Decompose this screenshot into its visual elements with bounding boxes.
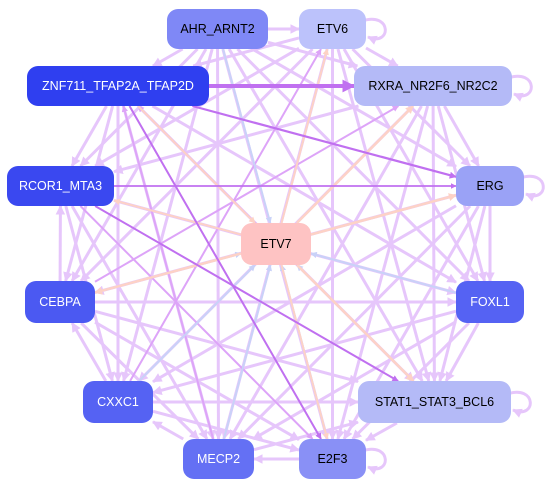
self-loop-stat1 bbox=[506, 390, 532, 418]
edge-ahr-to-znf bbox=[152, 47, 184, 68]
edge-mecp2-to-cxxc1 bbox=[152, 420, 184, 441]
edge-rxra-to-rcor bbox=[113, 104, 359, 175]
node-stat1-stat3-bcl6[interactable]: STAT1_STAT3_BCL6 bbox=[358, 381, 511, 423]
node-label: ETV7 bbox=[260, 237, 292, 251]
edge-etv7-to-rxra bbox=[295, 105, 415, 224]
node-label: AHR_ARNT2 bbox=[180, 22, 255, 36]
node-label: ETV6 bbox=[316, 22, 349, 36]
edge-ahr-to-mecp2 bbox=[213, 48, 224, 440]
edge-znf-to-rcor bbox=[70, 105, 108, 167]
edge-cebpa-to-rxra bbox=[94, 105, 400, 283]
edge-etv7-to-cebpa bbox=[94, 252, 242, 295]
node-cxxc1[interactable]: CXXC1 bbox=[83, 381, 153, 423]
edge-rcor-to-stat1 bbox=[94, 205, 399, 382]
node-erg[interactable]: ERG bbox=[456, 166, 524, 206]
edge-mecp2-to-stat1 bbox=[253, 419, 359, 452]
edge-foxl1-to-mecp2 bbox=[252, 320, 457, 441]
node-mecp2[interactable]: MECP2 bbox=[183, 439, 254, 479]
edge-stat1-to-e2f3 bbox=[365, 421, 398, 442]
node-label: CXXC1 bbox=[97, 395, 139, 409]
edge-etv7-to-rcor bbox=[113, 198, 242, 236]
node-etv7[interactable]: ETV7 bbox=[241, 223, 311, 265]
edge-mecp2-to-etv7 bbox=[222, 264, 272, 440]
node-etv6[interactable]: ETV6 bbox=[299, 9, 366, 49]
self-loop-e2f3 bbox=[361, 447, 387, 475]
edge-znf-to-erg bbox=[192, 104, 457, 179]
edge-znf-to-etv7 bbox=[137, 105, 256, 224]
node-label: ZNF711_TFAP2A_TFAP2D bbox=[42, 79, 194, 93]
node-znf711-tfap2a-tfap2d[interactable]: ZNF711_TFAP2A_TFAP2D bbox=[27, 66, 209, 106]
edge-znf-to-foxl1 bbox=[151, 104, 457, 284]
node-rcor1-mta3[interactable]: RCOR1_MTA3 bbox=[7, 166, 114, 206]
node-label: FOXL1 bbox=[470, 295, 510, 309]
edges-layer bbox=[55, 17, 545, 475]
node-e2f3[interactable]: E2F3 bbox=[299, 439, 366, 479]
edge-cxxc1-to-etv6 bbox=[129, 48, 322, 382]
node-rxra-nr2f6-nr2c2[interactable]: RXRA_NR2F6_NR2C2 bbox=[354, 66, 512, 106]
edge-rxra-to-mecp2 bbox=[228, 105, 423, 440]
node-label: CEBPA bbox=[39, 295, 81, 309]
edge-erg-to-cxxc1 bbox=[152, 204, 457, 383]
node-label: RXRA_NR2F6_NR2C2 bbox=[368, 79, 498, 93]
edge-etv7-to-stat1 bbox=[296, 264, 415, 382]
node-label: E2F3 bbox=[317, 452, 348, 466]
node-ahr-arnt2[interactable]: AHR_ARNT2 bbox=[167, 9, 268, 49]
edge-cebpa-to-stat1 bbox=[94, 309, 359, 384]
edge-ahr-to-stat1 bbox=[227, 48, 424, 382]
edge-rxra-to-erg bbox=[443, 105, 480, 167]
node-label: RCOR1_MTA3 bbox=[18, 179, 103, 193]
node-label: ERG bbox=[476, 179, 504, 193]
node-label: MECP2 bbox=[196, 452, 241, 466]
node-foxl1[interactable]: FOXL1 bbox=[456, 281, 524, 323]
self-loop-etv6 bbox=[361, 17, 387, 45]
node-cebpa[interactable]: CEBPA bbox=[25, 281, 95, 323]
edge-cxxc1-to-etv7 bbox=[138, 264, 256, 382]
edge-etv6-to-znf bbox=[192, 36, 300, 69]
edge-znf-to-e2f3 bbox=[128, 105, 322, 440]
edge-etv6-to-rxra bbox=[365, 46, 399, 68]
edge-ahr-to-etv7 bbox=[221, 48, 272, 224]
self-loop-erg bbox=[519, 174, 545, 202]
node-label: STAT1_STAT3_BCL6 bbox=[374, 395, 495, 409]
self-loop-rxra bbox=[507, 74, 533, 102]
edge-cxxc1-to-cebpa bbox=[70, 322, 108, 382]
edge-foxl1-to-stat1 bbox=[444, 322, 480, 382]
edge-etv7-to-erg bbox=[310, 193, 457, 236]
edge-etv7-to-e2f3 bbox=[280, 264, 329, 440]
edge-foxl1-to-etv7 bbox=[310, 251, 457, 294]
